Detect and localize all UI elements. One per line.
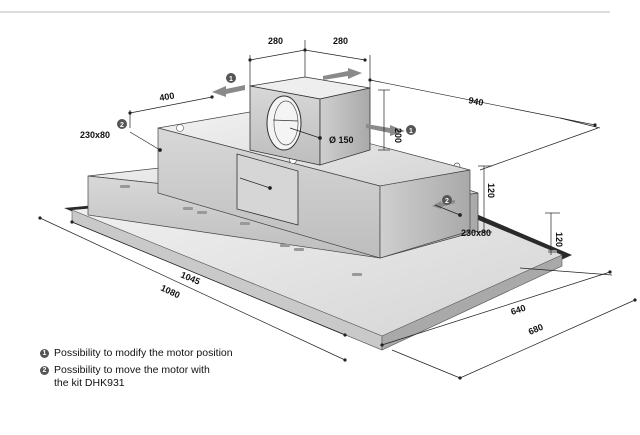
- dim-640: 640: [510, 303, 527, 317]
- legend-line: Possibility to modify the motor position: [54, 347, 233, 359]
- top-screw: [176, 124, 184, 132]
- legend-line: the kit DHK931: [54, 377, 125, 389]
- callout-motor-left: 1: [226, 73, 236, 83]
- slot-marks: [120, 185, 557, 276]
- dim-diameter-150: Ø 150: [329, 135, 354, 145]
- dim-1080: 1080: [159, 283, 181, 301]
- dim-280-left: 280: [268, 36, 283, 46]
- legend-item-motor-position: 1 Possibility to modify the motor positi…: [40, 347, 233, 360]
- dimension-lines: [39, 40, 636, 379]
- svg-text:2: 2: [120, 122, 124, 129]
- legend-line: Possibility to move the motor with: [54, 364, 210, 376]
- legend-badge: 1: [40, 349, 49, 358]
- dim-230x80-right: 230x80: [461, 228, 491, 238]
- dim-230x80-left: 230x80: [80, 130, 110, 140]
- callout-motor-right: 1: [406, 125, 416, 135]
- legend-text: Possibility to modify the motor position: [54, 347, 233, 360]
- callout-kit-left: 2: [117, 119, 127, 129]
- duct-outlet: [266, 95, 302, 151]
- arrow-top: [323, 68, 362, 80]
- legend-badge: 2: [40, 366, 49, 375]
- dim-940: 940: [468, 95, 485, 108]
- dim-280-right: 280: [333, 36, 348, 46]
- pointer-lines: [129, 127, 462, 217]
- dim-120-lower: 120: [554, 232, 564, 247]
- dimension-ticks: [38, 48, 637, 380]
- legend: 1 Possibility to modify the motor positi…: [40, 347, 233, 394]
- arrow-right: [366, 124, 405, 136]
- arrow-left: [212, 85, 245, 97]
- svg-text:2: 2: [445, 198, 449, 205]
- dim-200: 200: [393, 128, 403, 143]
- svg-text:1: 1: [409, 128, 413, 135]
- callout-kit-right: 2: [442, 195, 452, 205]
- motor-box: [249, 76, 371, 166]
- dim-680: 680: [527, 322, 545, 337]
- dim-400: 400: [159, 91, 176, 103]
- legend-text: Possibility to move the motor with the k…: [54, 364, 210, 390]
- dim-120-upper: 120: [486, 183, 496, 198]
- motor-arrows: [212, 68, 455, 209]
- front-vent-plate: [236, 153, 299, 226]
- svg-text:1: 1: [229, 76, 233, 83]
- legend-item-kit: 2 Possibility to move the motor with the…: [40, 364, 233, 390]
- upper-right: [379, 169, 471, 259]
- motor-right: [319, 87, 371, 166]
- duct-inner: [273, 100, 299, 146]
